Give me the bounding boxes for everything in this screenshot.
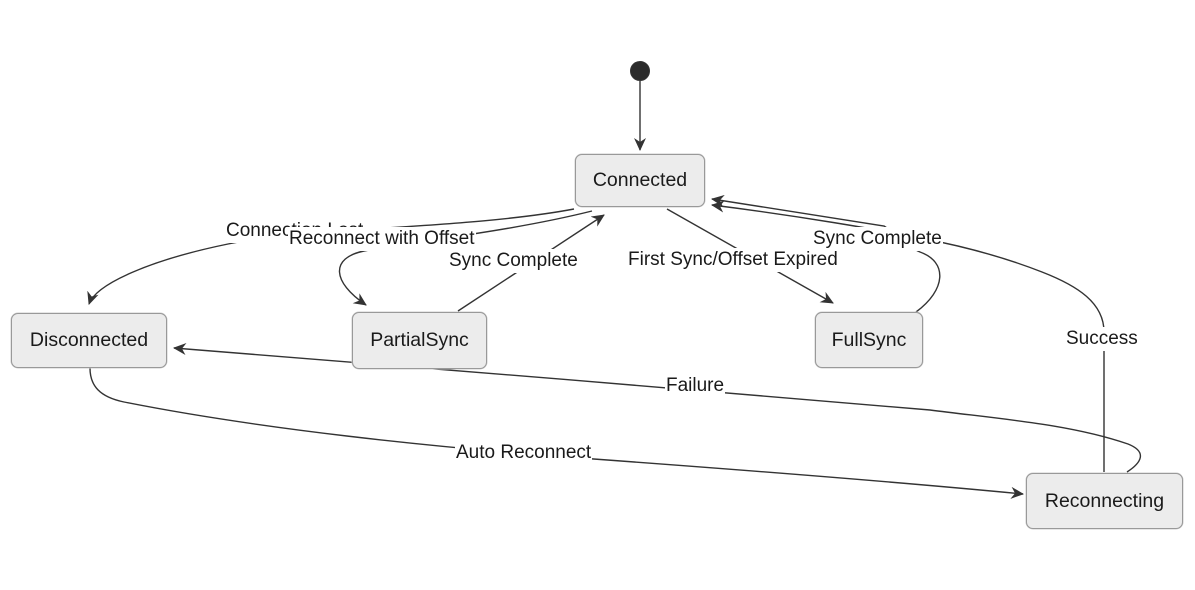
edge-success xyxy=(711,200,1105,472)
state-connected-label: Connected xyxy=(592,169,688,191)
edge-label-first-sync: First Sync/Offset Expired xyxy=(627,248,839,272)
edge-failure xyxy=(173,343,1141,473)
state-partialsync-label: PartialSync xyxy=(370,329,469,351)
edge-label-auto-reconnect: Auto Reconnect xyxy=(455,441,593,465)
state-disconnected-label: Disconnected xyxy=(29,329,149,351)
edge-auto-reconnect xyxy=(89,367,1024,499)
state-disconnected: Disconnected xyxy=(11,313,167,368)
state-partialsync: PartialSync xyxy=(352,312,487,369)
edge-label-reconnect-with-offset: Reconnect with Offset xyxy=(288,227,476,251)
edge-label-sync-complete-partial: Sync Complete xyxy=(448,249,579,273)
edge-label-success: Success xyxy=(1065,327,1139,351)
state-fullsync-label: FullSync xyxy=(831,328,907,351)
state-connected: Connected xyxy=(575,154,705,207)
edge-label-sync-complete-full: Sync Complete xyxy=(812,227,943,251)
state-reconnecting: Reconnecting xyxy=(1026,473,1183,529)
initial-state-dot xyxy=(630,61,650,81)
state-reconnecting-label: Reconnecting xyxy=(1044,489,1165,512)
state-fullsync: FullSync xyxy=(815,312,923,368)
edge-label-failure: Failure xyxy=(665,374,726,398)
